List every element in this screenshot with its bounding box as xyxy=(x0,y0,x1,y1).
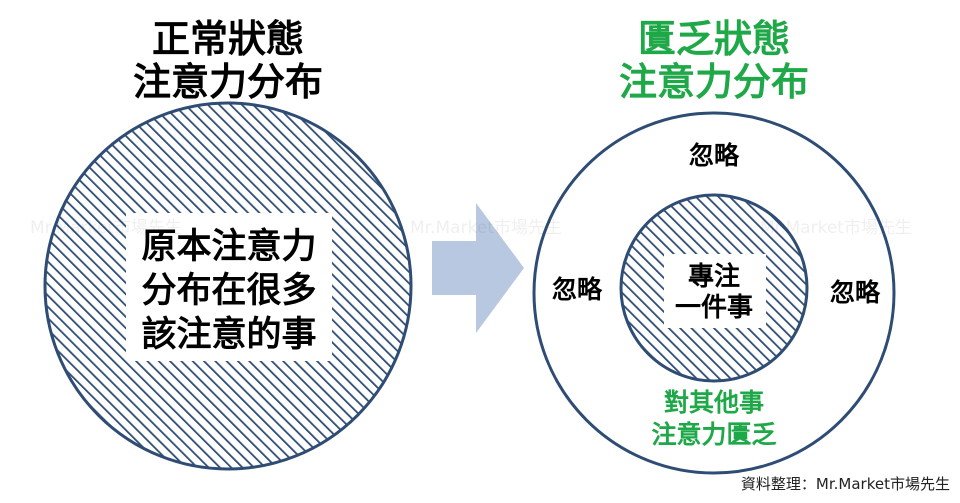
source-credit: 資料整理：Mr.Market市場先生 xyxy=(741,475,950,493)
focus-line1: 專注 xyxy=(688,261,740,292)
focus-label-box xyxy=(664,254,766,328)
ignore-label-top: 忽略 xyxy=(689,141,740,170)
normal-box-line3: 該注意的事 xyxy=(141,315,316,355)
watermark-center: Mr.Market市場先生 xyxy=(410,218,562,238)
ignore-label-right: 忽略 xyxy=(830,278,881,307)
right-title-line2: 注意力分布 xyxy=(619,60,809,104)
watermark-left: Mr.Market市場先生 xyxy=(30,218,182,238)
normal-box-line2: 分布在很多 xyxy=(141,271,316,311)
normal-box-line1: 原本注意力 xyxy=(141,227,316,267)
left-title-line2: 注意力分布 xyxy=(133,60,323,104)
ignore-label-left: 忽略 xyxy=(552,275,603,304)
scarcity-line2: 注意力匱乏 xyxy=(651,420,776,449)
normal-attention-label-box xyxy=(126,213,332,361)
focus-line2: 一件事 xyxy=(675,293,753,323)
scarcity-line1: 對其他事 xyxy=(664,388,764,417)
watermark-right: Mr.Market市場先生 xyxy=(760,218,912,238)
left-title-line1: 正常狀態 xyxy=(152,17,304,61)
transition-arrow xyxy=(432,203,524,333)
right-title-line1: 匱乏狀態 xyxy=(638,17,790,61)
